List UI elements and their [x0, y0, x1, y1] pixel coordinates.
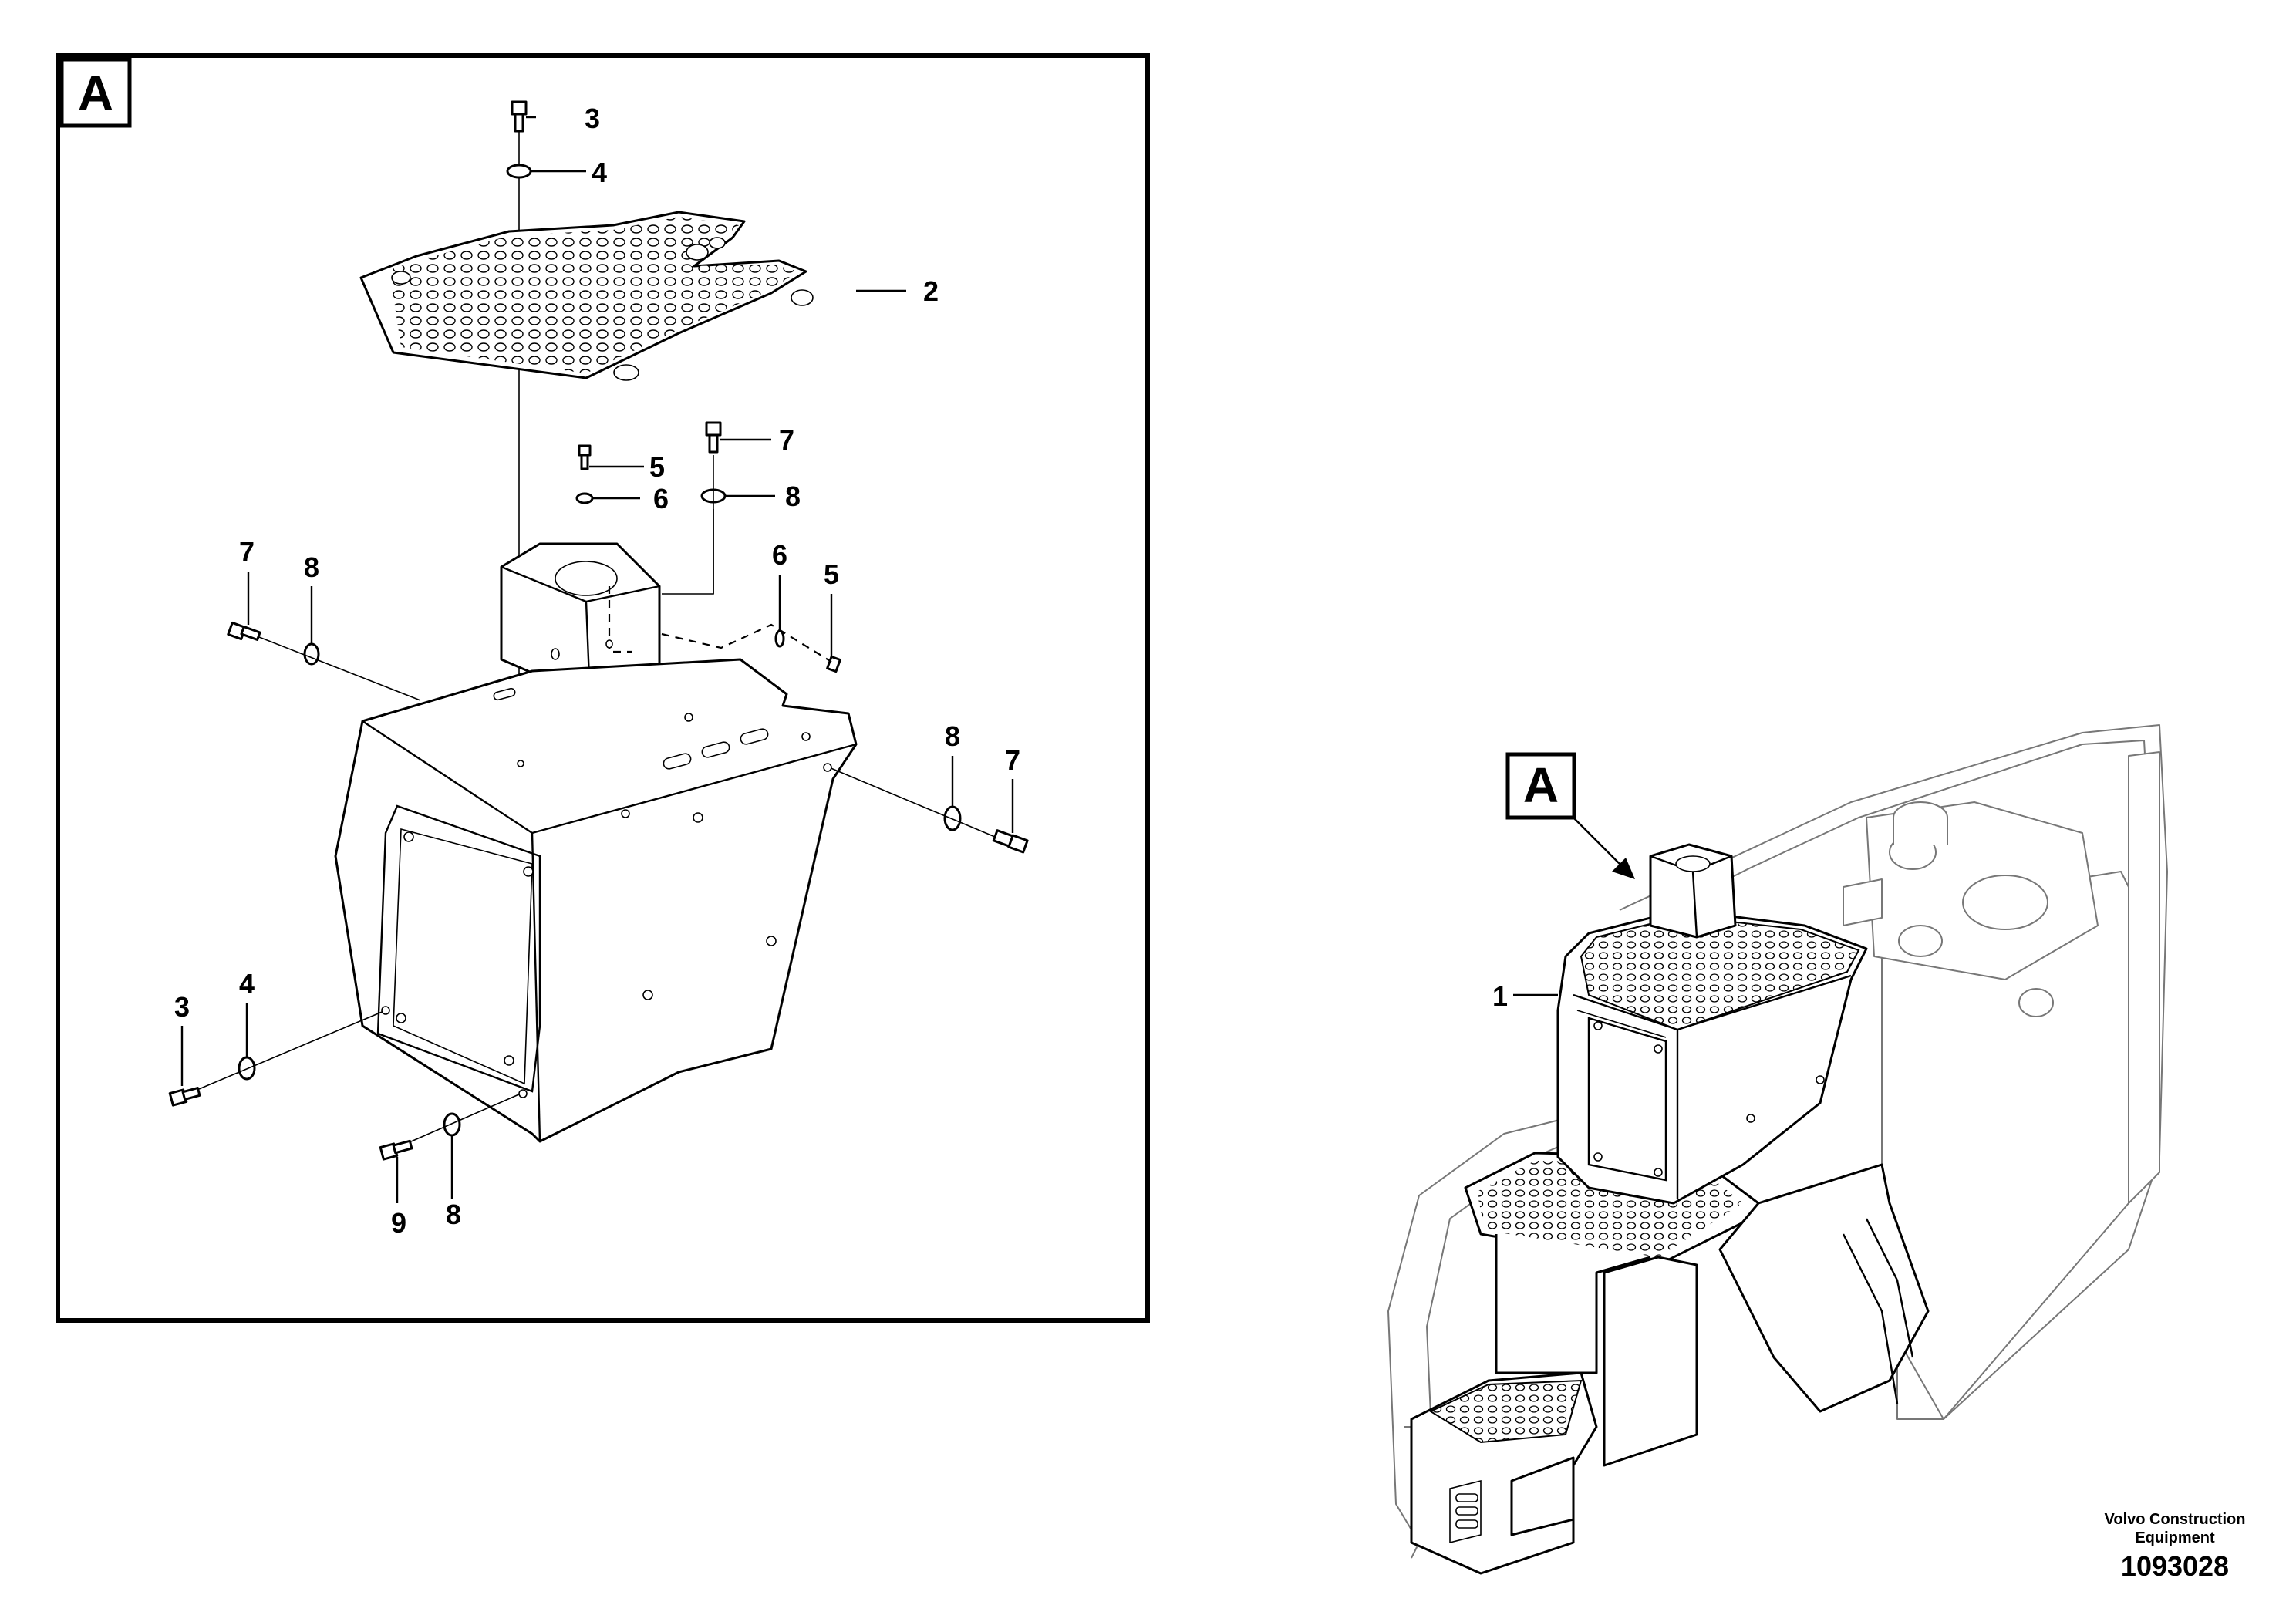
drawing-footer: Volvo Construction Equipment 1093028	[2082, 1510, 2267, 1583]
bolt-5-right	[826, 655, 841, 673]
washer-6-upper	[575, 492, 594, 504]
perforated-cover-plate	[359, 211, 814, 381]
lower-housing	[334, 658, 858, 1143]
callout-5-upper: 5	[649, 451, 665, 483]
callout-6-upper: 6	[653, 483, 669, 514]
washer-6-right	[774, 629, 785, 648]
bolt-5-upper	[578, 444, 592, 470]
bolt-7-upper	[705, 421, 722, 454]
callout-8-left: 8	[304, 551, 319, 583]
company-name-line1: Volvo Construction	[2104, 1511, 2246, 1528]
callout-5-right: 5	[824, 558, 839, 590]
bolt-7-right	[992, 829, 1029, 854]
callout-8-right: 8	[945, 720, 960, 752]
detail-view-a: A	[56, 53, 1150, 1323]
washer-8-right	[943, 805, 962, 831]
washer-top	[506, 164, 532, 179]
callout-8-lower: 8	[446, 1199, 461, 1230]
bolt-7-left	[227, 621, 261, 641]
callout-9-lower: 9	[391, 1207, 406, 1239]
overview-bracket-box	[1649, 843, 1737, 939]
callout-7-right: 7	[1005, 744, 1020, 776]
detail-frame	[56, 53, 1150, 1323]
view-label: A	[78, 66, 113, 121]
callout-4-top: 4	[592, 157, 607, 188]
callout-7-upper: 7	[779, 424, 794, 456]
callout-1: 1	[1492, 980, 1508, 1012]
bolt-9-lower	[379, 1139, 413, 1161]
view-pointer-arrow-line	[1573, 817, 1624, 868]
view-label-box	[59, 57, 132, 128]
callout-3-lower: 3	[174, 991, 190, 1023]
callout-4-lower: 4	[239, 968, 255, 1000]
callout-8-upper: 8	[785, 481, 801, 512]
overview-cab-housing	[1556, 909, 1868, 1205]
callout-2: 2	[923, 275, 939, 307]
callout-3-top: 3	[585, 103, 600, 134]
machine-overview: A 1	[1387, 724, 2168, 1575]
drawing-number: 1093028	[2120, 1550, 2230, 1582]
washer-8-left	[303, 642, 320, 666]
overview-view-pointer-box	[1505, 752, 1576, 820]
view-pointer-arrowhead	[1612, 858, 1635, 879]
bolt-top	[511, 100, 528, 133]
washer-8-lower	[443, 1112, 461, 1137]
bolt-3-lower	[168, 1087, 201, 1107]
company-name-line2: Equipment	[2135, 1529, 2215, 1546]
callout-7-left: 7	[239, 536, 255, 568]
overview-view-pointer: A	[1523, 757, 1559, 813]
callout-6-right: 6	[772, 539, 787, 571]
